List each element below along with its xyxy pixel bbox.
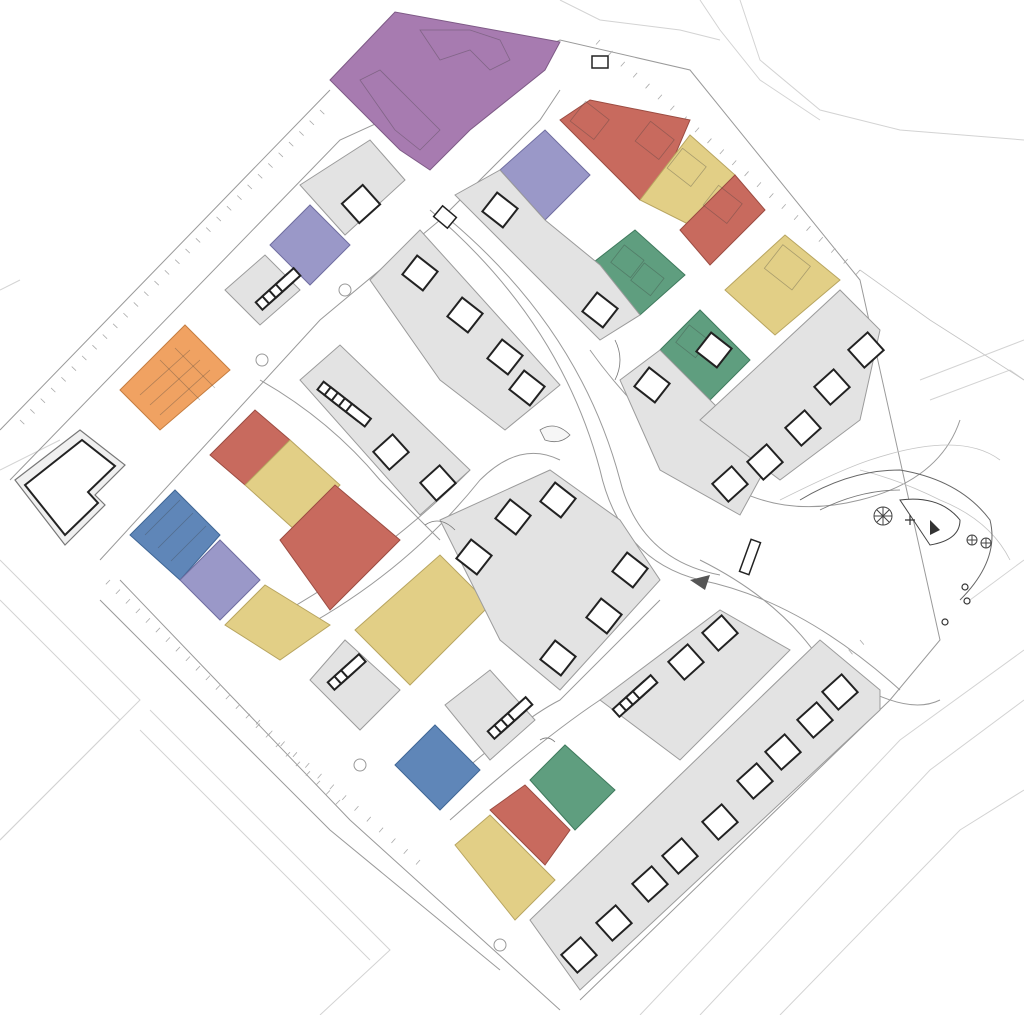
blue-plot-lower (394, 724, 481, 811)
red-plot-top-right (679, 174, 766, 266)
house-roof (783, 408, 823, 448)
tree-icon (980, 537, 992, 549)
house-roof (812, 367, 852, 407)
house-roof (445, 296, 485, 334)
house-roof (538, 481, 578, 519)
landscape-details (424, 339, 710, 743)
garage (631, 673, 659, 701)
yellow-plot-lower-left (224, 584, 331, 661)
house-roof (694, 331, 734, 369)
orange-plot (119, 324, 231, 431)
house-roof (700, 802, 740, 842)
house-roof (820, 672, 860, 712)
house-roof (418, 463, 458, 503)
garage (339, 652, 368, 680)
house-roof (538, 639, 578, 677)
community-building (14, 429, 126, 546)
house-roof (559, 935, 599, 975)
house-roof (340, 183, 382, 225)
house-roof (735, 761, 775, 801)
house-roof (666, 642, 706, 682)
garage (506, 695, 534, 723)
house-roof (710, 464, 750, 504)
house-roof (454, 538, 494, 576)
house-roof (594, 903, 634, 943)
tree-icon (966, 534, 978, 546)
house-roofs (254, 183, 886, 975)
house-roof (507, 369, 547, 407)
house-roof (610, 551, 650, 589)
tree-icon (873, 506, 893, 526)
purple-plot (329, 11, 561, 171)
yellow-plot-right (724, 234, 841, 336)
house-roof (580, 291, 620, 329)
house-roof (632, 366, 672, 404)
lavender-plot-mid (179, 539, 261, 621)
house-roof (630, 864, 670, 904)
house-roof (493, 498, 533, 536)
house-roof (795, 700, 835, 740)
house-roof (371, 432, 411, 472)
red-plot-mid (279, 484, 401, 611)
house-roof (660, 836, 700, 876)
garage (274, 266, 302, 294)
red-plot-lower (489, 784, 571, 866)
yellow-plot-lower (454, 814, 556, 921)
house-roof (584, 597, 624, 635)
garage (344, 402, 373, 428)
house-roof (846, 330, 886, 370)
play-area (799, 469, 993, 626)
house-roof (763, 732, 803, 772)
house-roof (485, 338, 525, 376)
blue-plot-left (129, 489, 221, 581)
bridges (432, 55, 762, 576)
turning-circles (255, 283, 507, 952)
house-roof (400, 254, 440, 292)
house-roof (700, 613, 740, 653)
green-plot-lower (529, 744, 616, 831)
house-roof (745, 442, 785, 482)
house-roof (480, 191, 520, 229)
